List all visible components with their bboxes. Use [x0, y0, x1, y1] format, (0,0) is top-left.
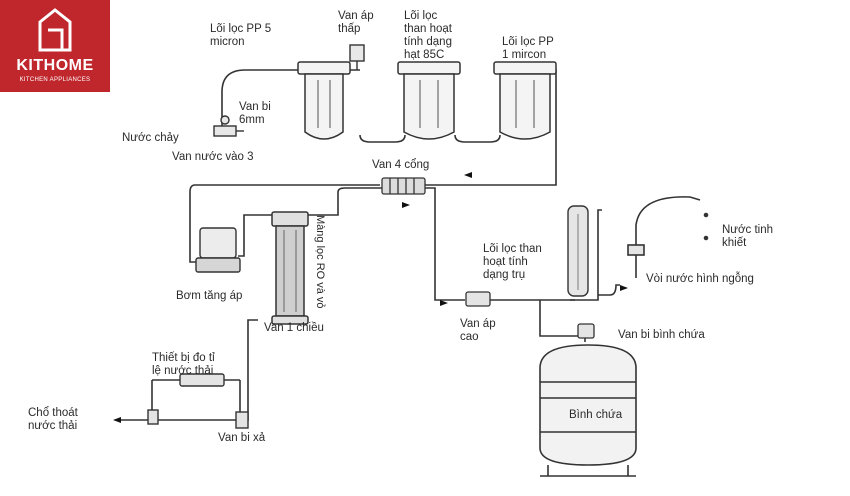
brand-name: KITHOME [16, 57, 94, 74]
pipe-to-faucet [598, 284, 620, 296]
arrow-1 [464, 172, 472, 178]
label-four-way-valve: Van 4 cổng [372, 159, 430, 171]
arrow-4 [113, 417, 121, 423]
label-water-in: Nước chảy [122, 132, 179, 144]
pipe-ro-drain [245, 319, 258, 421]
label-flush-valve: Van bi xả [218, 432, 266, 444]
pipe-4way-to-carbon-block [425, 187, 465, 301]
gooseneck-faucet-part [627, 196, 709, 278]
label-tank-ball-valve: Van bi bình chứa [618, 329, 705, 341]
four-way-valve-part [381, 177, 426, 195]
pp5-filter-housing [297, 61, 351, 140]
booster-pump-part [195, 227, 241, 273]
pipe-to-tank-valve [490, 299, 586, 342]
pipe-carbon-to-pp1 [454, 134, 501, 143]
carbon-85c-filter-housing [397, 61, 461, 140]
pipe-pump-to-ro [238, 214, 282, 257]
tank-ball-valve-part [577, 323, 595, 339]
pipe-carbon-block [570, 209, 602, 301]
label-ro-membrane: Màng lọc RO và vỏ [314, 215, 326, 309]
pipe-pp5-to-carbon [345, 69, 406, 143]
pipe-inlet-to-pp5 [221, 69, 300, 130]
arrow-2 [402, 202, 410, 208]
storage-tank [539, 344, 637, 477]
low-pressure-valve-part [349, 44, 365, 70]
arrow-3 [440, 300, 448, 306]
flow-arrows [113, 172, 628, 423]
pipe-4way-to-pump [189, 184, 380, 263]
pipe-ro-to-4way [302, 187, 382, 216]
label-tank: Bình chứa [569, 409, 623, 421]
label-booster-pump: Bơm tăng áp [176, 290, 243, 302]
flow-meter-part [147, 373, 249, 429]
brand-tagline: KITCHEN APPLIANCES [19, 77, 91, 83]
label-inlet-valve: Van nước vào 3 [172, 151, 254, 163]
kithome-logo: KITHOME KITCHEN APPLIANCES [0, 0, 110, 92]
inlet-valve-part [213, 115, 244, 137]
pp1-filter-housing [493, 61, 557, 140]
label-check-valve: Van 1 chiều [264, 322, 324, 334]
house-icon [38, 8, 72, 52]
high-pressure-valve-part [465, 291, 491, 307]
ro-membrane-housing [271, 211, 309, 325]
carbon-block-filter [567, 205, 589, 297]
arrow-5 [620, 285, 628, 291]
label-gooseneck-faucet: Vòi nước hình ngỗng [646, 273, 754, 285]
